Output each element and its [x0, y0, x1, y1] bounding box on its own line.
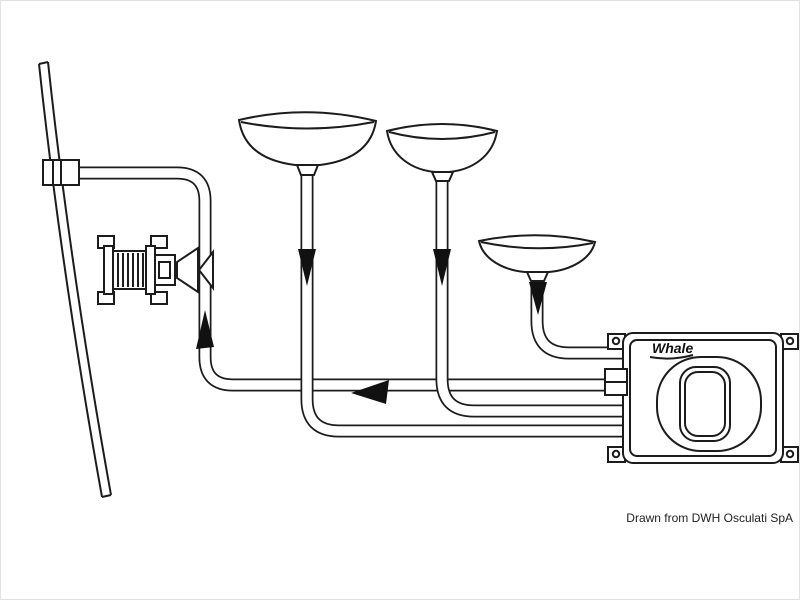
basin-3-rim: [480, 241, 594, 250]
check-valve-assembly: [97, 235, 214, 305]
flow-arrow-up-riser: [196, 310, 214, 349]
flow-arrow-down-basin-2: [433, 249, 451, 286]
hull-line-outer: [38, 63, 103, 498]
basin-2-rim: [388, 131, 496, 140]
pump-screw-bottom-left: [611, 449, 621, 459]
drain-pipe-basin-2: [435, 157, 627, 418]
hull: [38, 61, 112, 498]
drain-pipe-2-bore: [437, 157, 627, 416]
through-hull-fitting: [42, 159, 80, 186]
pump-screw-top-left: [611, 336, 621, 346]
flow-arrow-left-discharge: [351, 380, 389, 404]
gulper-pump: Whale: [604, 332, 799, 464]
basin-1-drain: [295, 164, 320, 176]
flow-arrow-down-basin-3: [529, 282, 547, 315]
basin-2-drain: [430, 171, 455, 182]
sink-basin-2: [385, 123, 499, 182]
sink-basin-3: [477, 234, 597, 282]
valve-flange-right: [145, 245, 156, 295]
drain-pipe-1-bore: [302, 159, 627, 436]
basin-3-drain: [525, 271, 550, 282]
sink-basin-1: [237, 111, 378, 176]
basin-1-body: [237, 111, 378, 166]
pump-screw-bottom-right: [785, 449, 795, 459]
valve-funnel: [176, 246, 199, 294]
hull-cap-top: [38, 61, 49, 65]
basin-2-body: [385, 123, 499, 173]
pump-brand-underline: [649, 354, 694, 360]
hull-line-inner: [47, 61, 112, 496]
valve-body-hatching: [117, 253, 144, 287]
basin-3-body: [477, 234, 597, 273]
hull-cap-bottom: [101, 494, 112, 498]
pump-brand-label: Whale: [652, 340, 693, 356]
valve-coupler-detail: [158, 261, 171, 279]
pump-screw-top-right: [785, 336, 795, 346]
valve-cone-symbol: [197, 249, 214, 291]
drain-pipe-3-bore: [532, 261, 627, 358]
flow-arrow-down-basin-1: [298, 249, 316, 286]
pump-housing-inner-line: [629, 339, 777, 457]
basin-1-rim: [240, 121, 375, 130]
flow-arrows: [196, 249, 547, 404]
pump-diaphragm-inner: [684, 371, 726, 437]
drain-pipe-basin-1: [300, 159, 627, 438]
drain-pipe-basin-3: [530, 261, 627, 360]
credit-text: Drawn from DWH Osculati SpA: [626, 511, 793, 525]
valve-flange-left: [103, 245, 114, 295]
